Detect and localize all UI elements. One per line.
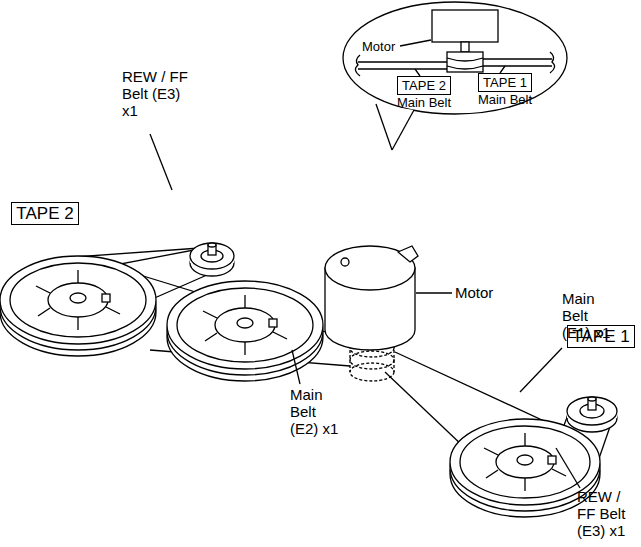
pulley (567, 397, 617, 432)
motor (325, 246, 418, 381)
tape-box: TAPE 1 (478, 73, 532, 92)
belt-label: REW / FF Belt (E3) x1 (577, 488, 637, 539)
tape-box: TAPE 2 (397, 76, 451, 95)
pulley (190, 243, 234, 276)
flywheel (167, 281, 323, 381)
belt-label: Main Belt (E2) x1 (290, 386, 348, 437)
tape-tag: TAPE 2Main Belt (395, 76, 453, 110)
belt-label: REW / FF Belt (E3) x1 (122, 68, 194, 119)
tape-tag: TAPE 1Main Belt (476, 73, 534, 107)
callout-bubble (343, 2, 567, 150)
flywheel (0, 256, 156, 356)
belt-caption: Main Belt (476, 92, 534, 107)
tape-box: TAPE 2 (11, 202, 78, 225)
tape-tag: TAPE 2 (10, 202, 80, 225)
leader-lines (150, 134, 580, 488)
belt-label: Main Belt (E1) x1 (562, 290, 620, 341)
part-label: Motor (362, 39, 422, 54)
part-label: Motor (455, 284, 515, 301)
belt-caption: Main Belt (395, 95, 453, 110)
